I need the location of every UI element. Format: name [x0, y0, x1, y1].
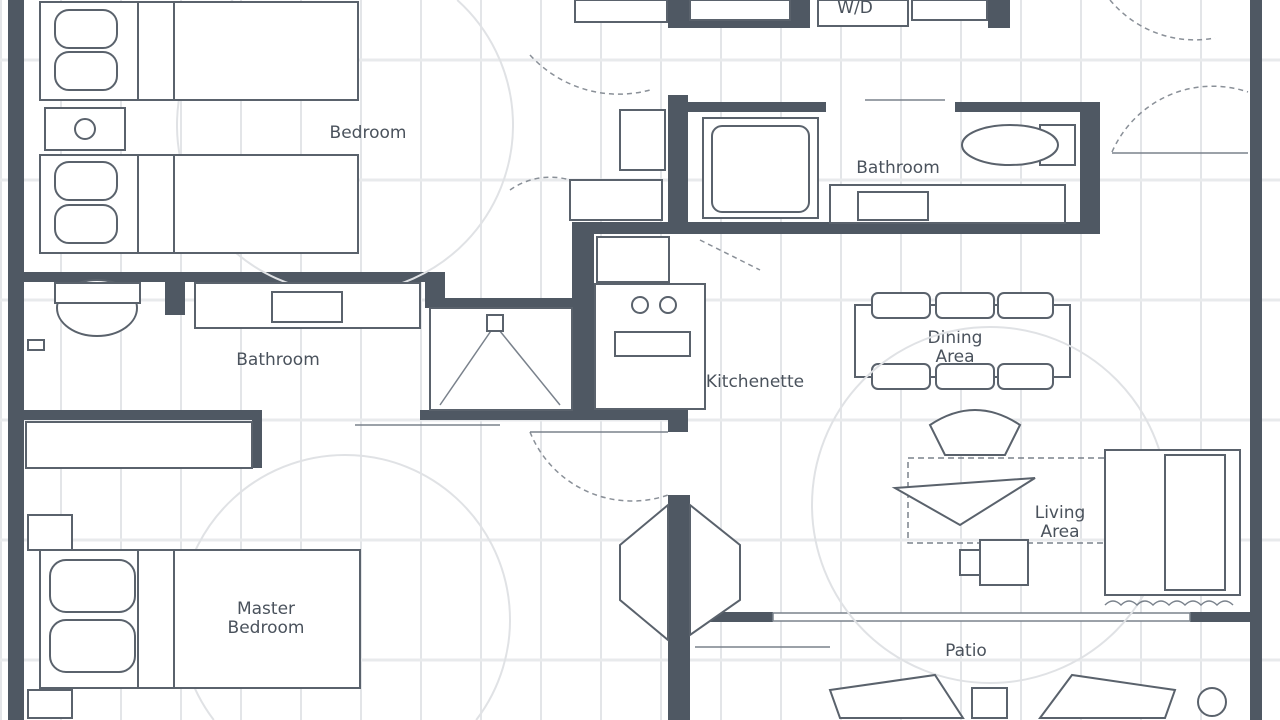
master-bedroom: Master Bedroom	[27, 454, 511, 720]
room-label-bathroom-left: Bathroom	[236, 350, 320, 370]
dining-area: Dining Area	[854, 292, 1071, 390]
room-label-washer-dryer: W/D	[837, 0, 873, 18]
room-label-master-line2: Bedroom	[228, 618, 305, 638]
room-label-kitchenette: Kitchenette	[706, 372, 804, 392]
walls	[8, 0, 1262, 720]
room-label-master-line1: Master	[237, 599, 295, 619]
living-area: Living Area	[619, 326, 1241, 684]
room-label-dining-line2: Area	[935, 347, 974, 367]
closets-and-laundry: W/D	[509, 0, 1216, 221]
bathroom-left: Bathroom	[25, 279, 669, 502]
room-label-patio: Patio	[945, 641, 987, 661]
room-label-living-line2: Area	[1040, 522, 1079, 542]
room-label-living-line1: Living	[1035, 503, 1086, 523]
patio: Patio	[695, 641, 1227, 719]
bathroom-top: Bathroom	[702, 85, 1249, 224]
room-label-bedroom: Bedroom	[330, 123, 407, 143]
kitchenette: Kitchenette	[594, 236, 804, 410]
room-label-bathroom-top: Bathroom	[856, 158, 940, 178]
bedroom: Bedroom	[39, 0, 514, 294]
